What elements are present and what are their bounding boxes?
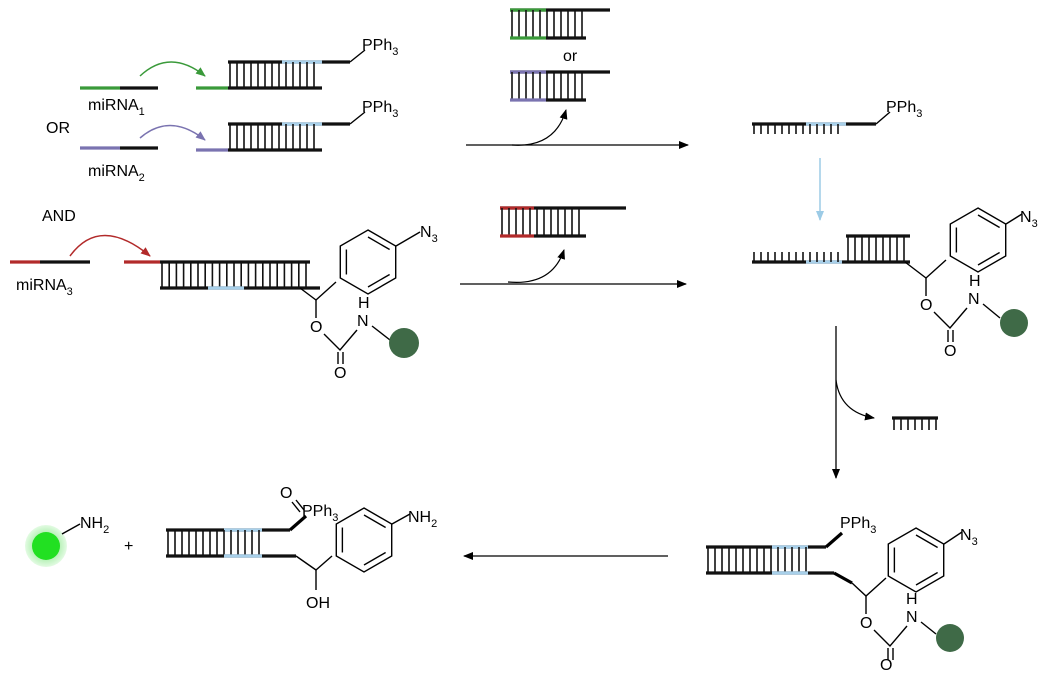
activated-pph3-strand: PPh3 bbox=[752, 99, 922, 134]
ring-double-bond bbox=[363, 514, 386, 529]
ring-double-bond bbox=[367, 236, 390, 251]
mirna1-input: miRNA1 bbox=[80, 61, 206, 118]
release-curve-arrow-1 bbox=[511, 109, 568, 146]
mirna3-input: miRNA3 bbox=[10, 234, 151, 298]
nh-n-label-2: N bbox=[968, 291, 980, 308]
ring-double-bond bbox=[977, 214, 1000, 229]
released-duplex-green bbox=[510, 8, 610, 40]
pph3-probe-duplex-1: PPh3 bbox=[196, 37, 398, 90]
or-upper-label: OR bbox=[46, 120, 70, 137]
benzene-ring bbox=[335, 507, 393, 573]
released-fluorophore: NH2 bbox=[25, 515, 109, 567]
nh-h-label-2: H bbox=[969, 273, 981, 290]
pph3-label-1: PPh3 bbox=[362, 37, 398, 58]
release-curve-arrow-2 bbox=[507, 249, 565, 283]
pph3-probe-duplex-2: PPh3 bbox=[196, 99, 398, 152]
amine-label-2: NH2 bbox=[408, 509, 437, 530]
ternary-complex: PPh3 N3 O O N H bbox=[706, 515, 978, 674]
release-curve-arrow-3 bbox=[835, 379, 875, 421]
mirna2-label: miRNA2 bbox=[88, 163, 145, 184]
ring-double-bond bbox=[915, 571, 938, 586]
nh-n-label-1: N bbox=[357, 313, 369, 330]
oxidized-product: O PPh3 OH NH2 bbox=[166, 485, 437, 612]
pph3-label-5: PPh3 bbox=[302, 503, 338, 524]
ring-double-bond bbox=[977, 251, 1000, 266]
or-lower-label: or bbox=[563, 48, 578, 65]
released-duplex-red bbox=[500, 206, 626, 238]
mirna1-binding-arrow bbox=[139, 61, 206, 77]
activated-azide-duplex: N3 O O N H bbox=[752, 207, 1038, 360]
cargo-bead-3 bbox=[936, 624, 964, 652]
benzene-ring bbox=[887, 527, 945, 593]
azide-label-3: N3 bbox=[960, 527, 978, 548]
released-duplex-purple bbox=[510, 70, 610, 102]
cargo-bead-1 bbox=[389, 328, 419, 358]
oxygen-label-1: O bbox=[310, 319, 322, 336]
azide-label-2: N3 bbox=[1020, 209, 1038, 230]
ring-double-bond bbox=[367, 273, 390, 288]
mirna2-input: miRNA2 bbox=[80, 124, 206, 184]
and-label: AND bbox=[42, 208, 76, 225]
carbonyl-o-label-3: O bbox=[880, 657, 892, 674]
pph3-label-2: PPh3 bbox=[362, 99, 398, 120]
carbonyl-o-label-1: O bbox=[334, 365, 346, 382]
carbonyl-o-label-2: O bbox=[944, 343, 956, 360]
benzene-ring bbox=[949, 207, 1007, 273]
amine-label-1: NH2 bbox=[80, 515, 109, 536]
ring-double-bond bbox=[915, 534, 938, 549]
mirna3-binding-arrow bbox=[69, 234, 151, 257]
azide-probe-duplex: N3 O O N H bbox=[124, 224, 438, 382]
nh-h-label-1: H bbox=[358, 295, 370, 312]
hydroxyl-label: OH bbox=[306, 595, 330, 612]
pph3-label-3: PPh3 bbox=[886, 99, 922, 120]
released-short-strand bbox=[892, 416, 938, 430]
nh-h-label-3: H bbox=[906, 591, 918, 608]
azide-label-1: N3 bbox=[420, 224, 438, 245]
phosphine-oxide-o-label: O bbox=[280, 485, 292, 502]
ring-double-bond bbox=[363, 551, 386, 566]
oxygen-label-2: O bbox=[920, 297, 932, 314]
mirna1-label: miRNA1 bbox=[88, 97, 145, 118]
oxygen-label-3: O bbox=[860, 615, 872, 632]
mirna3-label: miRNA3 bbox=[16, 277, 73, 298]
cargo-bead-2 bbox=[1000, 309, 1028, 337]
nh-n-label-3: N bbox=[906, 609, 918, 626]
benzene-ring bbox=[339, 229, 397, 295]
plus-sign: + bbox=[124, 538, 133, 555]
pph3-label-4: PPh3 bbox=[840, 515, 876, 536]
fluorophore-core bbox=[32, 532, 60, 560]
mirna2-binding-arrow bbox=[139, 124, 206, 141]
